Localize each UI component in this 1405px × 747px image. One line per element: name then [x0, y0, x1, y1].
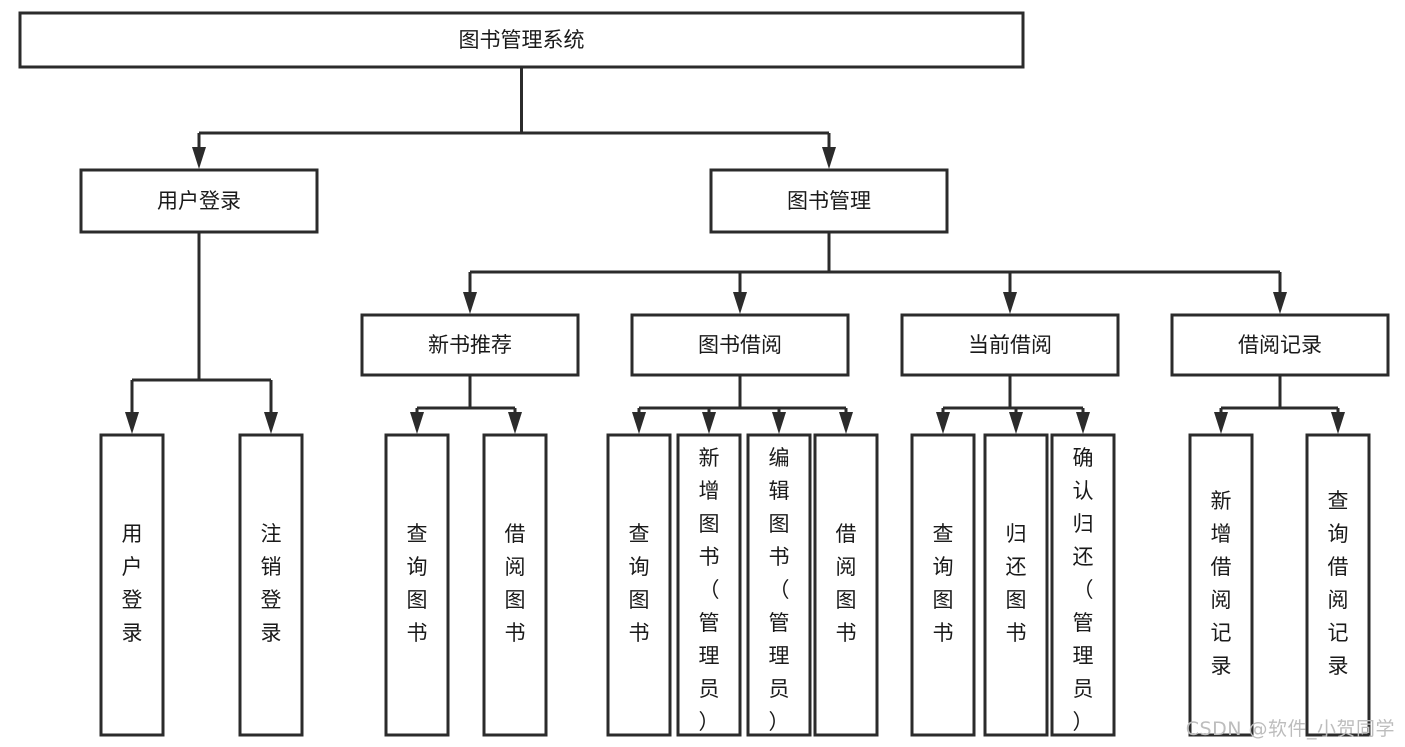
node-label: 借阅记录: [1238, 333, 1322, 357]
arrow-head-icon: [936, 412, 950, 434]
node-book-manage[interactable]: 图书管理: [709, 168, 949, 234]
arrow-head-icon: [1331, 412, 1345, 434]
node-current-borrow[interactable]: 当前借阅: [900, 313, 1120, 377]
node-box: [238, 433, 304, 737]
node-box: [900, 313, 1120, 377]
node-leaf-add-record[interactable]: 新增借阅记录: [1188, 433, 1254, 737]
node-leaf-return-book[interactable]: 归还图书: [983, 433, 1049, 737]
connector-book-manage: [463, 232, 1287, 314]
node-box: [99, 433, 165, 737]
arrow-head-icon: [410, 412, 424, 434]
node-layer: 图书管理系统用户登录图书管理新书推荐图书借阅当前借阅借阅记录用户登录注销登录查询…: [18, 11, 1390, 737]
node-box: [18, 11, 1025, 69]
node-user-login[interactable]: 用户登录: [79, 168, 319, 234]
node-label: 借阅图书: [505, 522, 526, 645]
arrow-head-icon: [822, 147, 836, 169]
node-label: 用户登录: [157, 189, 241, 213]
node-box: [482, 433, 548, 737]
node-leaf-edit-book[interactable]: 编辑图书（管理员）: [746, 433, 812, 737]
node-label: 归还图书: [1006, 522, 1027, 645]
node-box: [384, 433, 450, 737]
node-label: 新增图书（管理员）: [699, 446, 720, 734]
connector-new-book-rec: [410, 375, 522, 434]
node-label: 新增借阅记录: [1211, 489, 1232, 678]
node-box: [1050, 433, 1116, 737]
arrow-head-icon: [125, 412, 139, 434]
node-leaf-query-book-2[interactable]: 查询图书: [606, 433, 672, 737]
node-leaf-borrow-book-1[interactable]: 借阅图书: [482, 433, 548, 737]
node-label: 图书管理系统: [459, 28, 585, 52]
arrow-head-icon: [632, 412, 646, 434]
arrow-head-icon: [772, 412, 786, 434]
node-label: 新书推荐: [428, 333, 512, 357]
node-leaf-query-book-1[interactable]: 查询图书: [384, 433, 450, 737]
node-label: 查询图书: [629, 522, 650, 645]
arrow-head-icon: [839, 412, 853, 434]
connector-layer: [125, 67, 1345, 434]
node-leaf-query-record[interactable]: 查询借阅记录: [1305, 433, 1371, 737]
node-box: [910, 433, 976, 737]
arrow-head-icon: [1214, 412, 1228, 434]
arrow-head-icon: [1009, 412, 1023, 434]
node-label: 用户登录: [122, 522, 143, 645]
node-new-book-rec[interactable]: 新书推荐: [360, 313, 580, 377]
node-box: [676, 433, 742, 737]
connector-user-login: [125, 232, 278, 434]
connector-root: [192, 67, 836, 169]
node-book-borrow[interactable]: 图书借阅: [630, 313, 850, 377]
node-label: 查询图书: [933, 522, 954, 645]
connector-borrow-record: [1214, 375, 1345, 434]
node-leaf-user-login[interactable]: 用户登录: [99, 433, 165, 737]
node-label: 借阅图书: [836, 522, 857, 645]
arrow-head-icon: [192, 147, 206, 169]
arrow-head-icon: [463, 292, 477, 314]
node-leaf-confirm-return[interactable]: 确认归还（管理员）: [1050, 433, 1116, 737]
node-borrow-record[interactable]: 借阅记录: [1170, 313, 1390, 377]
node-leaf-borrow-book-2[interactable]: 借阅图书: [813, 433, 879, 737]
node-box: [709, 168, 949, 234]
connector-book-borrow: [632, 375, 853, 434]
arrow-head-icon: [1273, 292, 1287, 314]
node-box: [630, 313, 850, 377]
node-box: [746, 433, 812, 737]
arrow-head-icon: [508, 412, 522, 434]
node-box: [1188, 433, 1254, 737]
node-label: 注销登录: [261, 522, 282, 645]
node-label: 图书管理: [787, 189, 871, 213]
arrow-head-icon: [733, 292, 747, 314]
node-label: 图书借阅: [698, 333, 782, 357]
arrow-head-icon: [1076, 412, 1090, 434]
node-box: [360, 313, 580, 377]
arrow-head-icon: [702, 412, 716, 434]
node-box: [1170, 313, 1390, 377]
node-leaf-add-book[interactable]: 新增图书（管理员）: [676, 433, 742, 737]
node-label: 当前借阅: [968, 333, 1052, 357]
node-box: [983, 433, 1049, 737]
node-label: 查询图书: [407, 522, 428, 645]
node-box: [1305, 433, 1371, 737]
node-label: 编辑图书（管理员）: [769, 446, 790, 734]
node-box: [79, 168, 319, 234]
node-box: [606, 433, 672, 737]
node-label: 查询借阅记录: [1328, 489, 1349, 678]
arrow-head-icon: [1003, 292, 1017, 314]
node-leaf-logout[interactable]: 注销登录: [238, 433, 304, 737]
node-label: 确认归还（管理员）: [1073, 446, 1094, 734]
node-root[interactable]: 图书管理系统: [18, 11, 1025, 69]
node-box: [813, 433, 879, 737]
arrow-head-icon: [264, 412, 278, 434]
connector-current-borrow: [936, 375, 1090, 434]
node-leaf-query-book-3[interactable]: 查询图书: [910, 433, 976, 737]
